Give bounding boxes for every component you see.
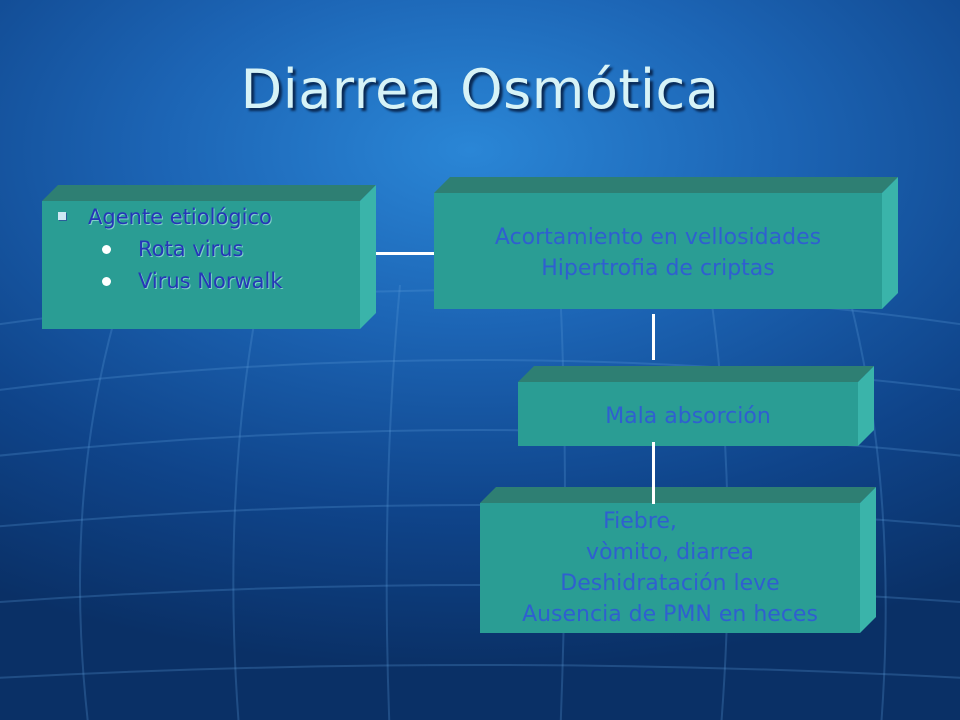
round-bullet-icon	[102, 277, 111, 286]
symptom-line: Deshidratación leve	[560, 571, 780, 596]
symptoms-box-text: Fiebre, vòmito, diarrea Deshidratación l…	[480, 506, 860, 630]
connector-villi-to-malabsorption	[652, 314, 655, 360]
malabsorption-box-text: Mala absorción	[518, 401, 858, 432]
etiology-box	[40, 185, 376, 330]
malabsorption-box-shape	[518, 366, 874, 446]
etiology-heading: Agente etiológico	[88, 205, 272, 229]
villi-box: Acortamiento en vellosidades Hipertrofia…	[434, 177, 898, 309]
villi-line: Acortamiento en vellosidades	[494, 225, 822, 250]
round-bullet-icon	[102, 245, 111, 254]
etiology-item-label: Virus Norwalk	[138, 269, 283, 293]
symptoms-box-shape	[480, 487, 876, 633]
malabsorption-line: Mala absorción	[605, 404, 771, 429]
symptom-line: vòmito, diarrea	[586, 540, 754, 565]
symptom-line: Ausencia de PMN en heces	[522, 602, 818, 627]
square-bullet-icon	[58, 212, 66, 220]
etiology-item-label: Rota virus	[138, 237, 244, 261]
villi-box-text: Acortamiento en vellosidades Hipertrofia…	[434, 222, 882, 284]
slide-title: Diarrea Osmótica	[240, 58, 720, 121]
connector-malabsorption-to-symptoms	[652, 442, 655, 504]
malabsorption-box: Mala absorción	[518, 366, 874, 446]
etiology-item: Virus Norwalk	[56, 265, 283, 297]
crypts-line: Hipertrofia de criptas	[541, 256, 775, 281]
etiology-box-shape	[42, 185, 376, 329]
etiology-list: Agente etiológico Rota virus Virus Norwa…	[56, 201, 283, 297]
etiology-item: Rota virus	[56, 233, 283, 265]
connector-etiology-to-villi	[376, 252, 434, 255]
symptom-line: Fiebre,	[603, 509, 677, 534]
villi-box-shape	[434, 177, 898, 309]
symptoms-box: Fiebre, vòmito, diarrea Deshidratación l…	[480, 487, 876, 633]
etiology-heading-item: Agente etiológico	[56, 201, 283, 233]
